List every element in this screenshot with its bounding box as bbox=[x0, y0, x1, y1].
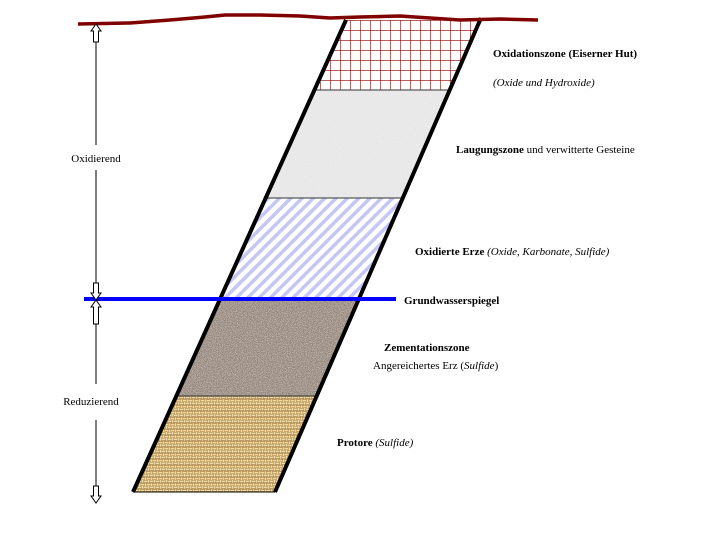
oxidation-zone bbox=[313, 20, 480, 90]
detail-close: ) bbox=[495, 360, 499, 372]
reducing-label: Reduzierend bbox=[63, 396, 119, 408]
leaching-zone-label: Laugungszone und verwitterte Gesteine bbox=[456, 144, 635, 156]
oxidizing-label: Oxidierend bbox=[71, 153, 121, 165]
water-table-label: Grundwasserspiegel bbox=[404, 295, 499, 307]
vein-right-wall bbox=[273, 17, 483, 493]
oxidized-ore-name: Oxidierte Erze bbox=[415, 246, 484, 258]
up-arrow-icon bbox=[90, 23, 102, 43]
protore-detail: (Sulfide) bbox=[373, 437, 414, 449]
protore-label: Protore (Sulfide) bbox=[337, 437, 414, 449]
down-arrow-icon bbox=[90, 485, 102, 504]
redox-axis bbox=[90, 23, 102, 504]
oxidized-ore-detail: (Oxide, Karbonate, Sulfide) bbox=[484, 246, 609, 258]
detail-text: Angereichertes Erz ( bbox=[373, 360, 464, 372]
detail-italic: Sulfide bbox=[464, 360, 495, 372]
cementation-zone-label: Zementationszone bbox=[384, 342, 470, 354]
leaching-zone-detail: und verwitterte Gesteine bbox=[524, 144, 635, 156]
oxidized-ore-label: Oxidierte Erze (Oxide, Karbonate, Sulfid… bbox=[415, 246, 610, 258]
oxidized-ore-zone bbox=[219, 198, 403, 300]
oxidation-zone-label: Oxidationszone (Eiserner Hut) bbox=[493, 48, 637, 60]
vein-left-wall bbox=[131, 19, 348, 493]
up-arrow-icon bbox=[90, 299, 102, 325]
leaching-zone-name: Laugungszone bbox=[456, 144, 524, 156]
protore-name: Protore bbox=[337, 437, 373, 449]
cementation-zone-detail: Angereichertes Erz (Sulfide) bbox=[373, 360, 499, 372]
down-arrow-icon bbox=[90, 282, 102, 301]
oxidation-zone-detail: (Oxide und Hydroxide) bbox=[493, 77, 595, 89]
ground-surface-line bbox=[77, 13, 539, 26]
protore-zone bbox=[133, 396, 317, 492]
